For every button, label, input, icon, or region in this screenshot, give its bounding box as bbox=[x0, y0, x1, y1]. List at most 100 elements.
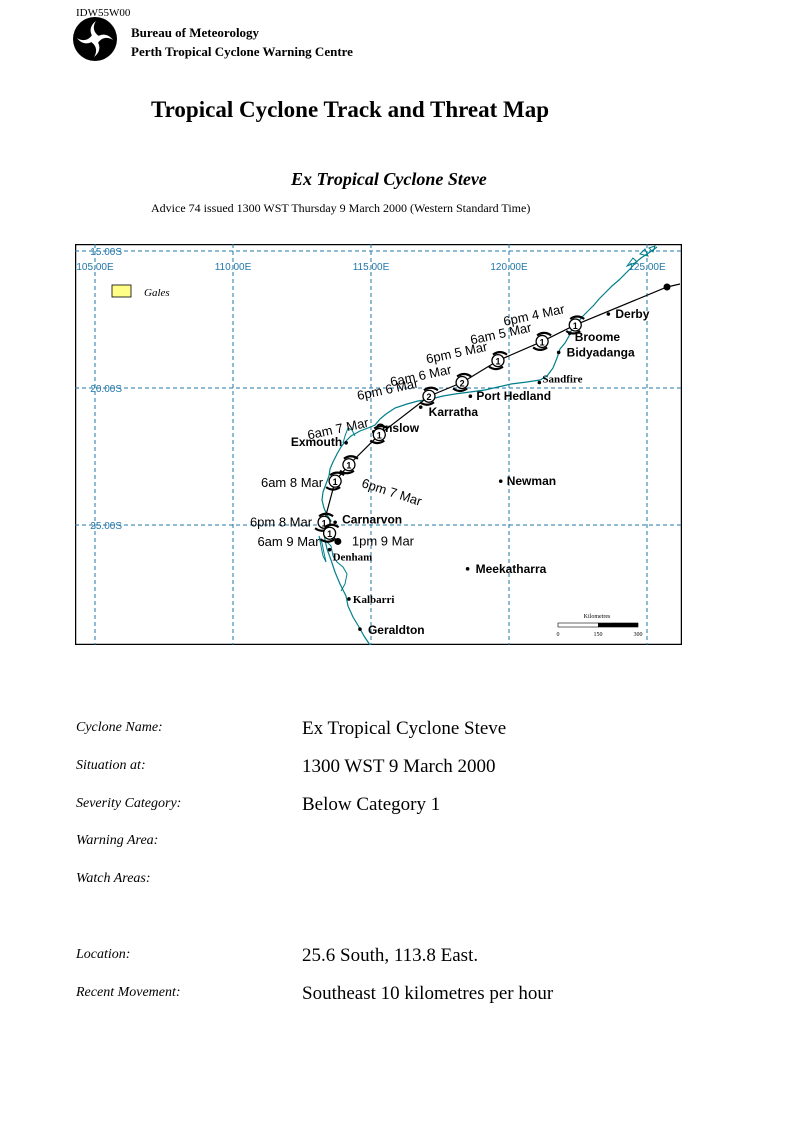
place-label: Sandfire bbox=[542, 374, 582, 386]
place-marker bbox=[537, 380, 542, 385]
advice-line: Advice 74 issued 1300 WST Thursday 9 Mar… bbox=[151, 201, 531, 215]
detail-label-cyclone-name: Cyclone Name: bbox=[76, 720, 163, 735]
cyclone-symbol-icon bbox=[532, 331, 552, 352]
longitude-label: 125.00E bbox=[628, 262, 666, 273]
dirk-hartog-island bbox=[318, 535, 327, 563]
place-label: Derby bbox=[615, 307, 649, 321]
cyclone-category-label: 2 bbox=[460, 379, 465, 389]
agency-name: Bureau of Meteorology bbox=[131, 25, 260, 40]
place-marker bbox=[333, 520, 337, 525]
cyclone-symbol-icon bbox=[339, 455, 359, 475]
latitude-label: 15.00S bbox=[90, 247, 122, 258]
cyclone-symbol-ring bbox=[535, 334, 549, 349]
cyclone-category-label: 1 bbox=[327, 529, 332, 539]
gales-legend-swatch bbox=[111, 284, 132, 298]
place-label: Bidyadanga bbox=[567, 345, 635, 359]
cyclone-symbol-ring bbox=[455, 375, 469, 390]
place-label: Denham bbox=[333, 552, 373, 564]
detail-value-severity: Below Category 1 bbox=[302, 794, 441, 815]
place-marker bbox=[468, 394, 473, 399]
current-position-marker bbox=[334, 537, 342, 545]
place-marker bbox=[344, 441, 348, 445]
cyclone-position: 1 bbox=[488, 351, 508, 371]
longitude-label: 115.00E bbox=[353, 262, 390, 273]
place-label: Newman bbox=[507, 474, 556, 488]
cyclone-position: 2 bbox=[452, 372, 472, 393]
place-marker bbox=[358, 627, 362, 631]
track-time-label: 6am 8 Mar bbox=[261, 475, 324, 490]
place-label: Exmouth bbox=[291, 435, 342, 449]
cyclone-position: 1 bbox=[339, 455, 359, 475]
cyclone-symbol-ring bbox=[342, 458, 356, 472]
place-marker bbox=[347, 597, 351, 601]
cyclone-symbol-icon bbox=[319, 523, 340, 543]
longitude-label: 110.00E bbox=[215, 262, 252, 273]
detail-label-severity: Severity Category: bbox=[76, 796, 182, 811]
longitude-label: 120.00E bbox=[490, 262, 528, 273]
place-marker bbox=[327, 547, 332, 552]
gales-legend-label: Gales bbox=[144, 287, 170, 299]
cyclone-symbol-ring bbox=[328, 474, 342, 488]
scale-tick-label: 0 bbox=[557, 632, 560, 638]
cyclone-symbol-icon bbox=[565, 315, 585, 335]
cyclone-symbol-ring bbox=[322, 526, 337, 540]
track-map: 105.00E 110.00E 115.00E 120.00E 125.00E 15.00… bbox=[75, 244, 682, 645]
cyclone-position: 1 bbox=[532, 331, 552, 352]
detail-value-cyclone-name: Ex Tropical Cyclone Steve bbox=[302, 718, 507, 739]
place-marker bbox=[556, 350, 561, 355]
scale-tick-label: 300 bbox=[634, 632, 643, 638]
place-label: Karratha bbox=[429, 405, 479, 419]
cyclone-symbol-ring bbox=[372, 427, 386, 442]
cyclone-category-label: 1 bbox=[346, 461, 351, 471]
document-id: IDW55W00 bbox=[76, 7, 131, 19]
place-label: Port Hedland bbox=[476, 389, 551, 403]
current-time-label: 1pm 9 Mar bbox=[352, 533, 415, 548]
cyclone-title: Ex Tropical Cyclone Steve bbox=[291, 169, 487, 189]
cyclone-category-label: 1 bbox=[495, 357, 500, 367]
cyclone-symbol-ring bbox=[491, 353, 505, 368]
detail-value-situation: 1300 WST 9 March 2000 bbox=[302, 756, 496, 777]
cyclone-symbol-icon bbox=[488, 351, 508, 371]
detail-label-warning-area: Warning Area: bbox=[76, 833, 159, 848]
place-marker bbox=[465, 567, 470, 571]
place-marker bbox=[606, 312, 611, 316]
map-frame bbox=[75, 244, 682, 645]
place-label: Broome bbox=[575, 330, 621, 344]
latitude-label: 25.00S bbox=[90, 521, 122, 532]
cyclone-position: 1 bbox=[565, 315, 585, 335]
track-time-label: 6am 9 Mar bbox=[257, 534, 320, 549]
place-marker bbox=[498, 479, 503, 483]
cyclone-category-label: 1 bbox=[333, 477, 338, 487]
place-marker bbox=[418, 405, 423, 409]
detail-label-situation: Situation at: bbox=[76, 758, 146, 773]
detail-label-watch-areas: Watch Areas: bbox=[76, 871, 151, 886]
cyclone-position: 2 bbox=[419, 386, 439, 406]
page-title: Tropical Cyclone Track and Threat Map bbox=[151, 97, 550, 122]
place-label: Onslow bbox=[376, 421, 420, 435]
cyclone-symbol-icon bbox=[369, 424, 389, 445]
cyclone-symbol-icon bbox=[452, 372, 472, 393]
bureau-logo bbox=[73, 17, 117, 61]
place-label: Kalbarri bbox=[353, 594, 395, 606]
cyclone-category-label: 1 bbox=[377, 431, 382, 441]
warning-centre-name: Perth Tropical Cyclone Warning Centre bbox=[131, 44, 353, 59]
detail-value-movement: Southeast 10 kilometres per hour bbox=[302, 983, 554, 1004]
scale-tick-label: 150 bbox=[594, 632, 603, 638]
cyclone-position: 1 bbox=[369, 424, 389, 445]
longitude-label: 105.00E bbox=[76, 262, 114, 273]
track-time-label: 6pm 8 Mar bbox=[250, 514, 313, 529]
shark-bay-coast bbox=[324, 539, 348, 592]
cyclone-symbol-ring bbox=[568, 318, 582, 332]
detail-value-location: 25.6 South, 113.8 East. bbox=[302, 945, 479, 966]
cyclone-position: 1 bbox=[325, 471, 345, 491]
scale-bar-title: Kilometres bbox=[584, 614, 611, 620]
detail-label-movement: Recent Movement: bbox=[76, 985, 181, 1000]
exmouth-gulf-coast bbox=[342, 427, 356, 444]
latitude-label: 20.00S bbox=[90, 384, 122, 395]
scale-bar-fill bbox=[598, 623, 638, 627]
kimberley-islands bbox=[625, 245, 656, 268]
place-label: Meekatharra bbox=[476, 562, 547, 576]
cyclone-symbol-icon bbox=[325, 471, 345, 491]
place-label: Geraldton bbox=[368, 623, 425, 637]
cyclone-symbol-icon bbox=[419, 386, 439, 406]
